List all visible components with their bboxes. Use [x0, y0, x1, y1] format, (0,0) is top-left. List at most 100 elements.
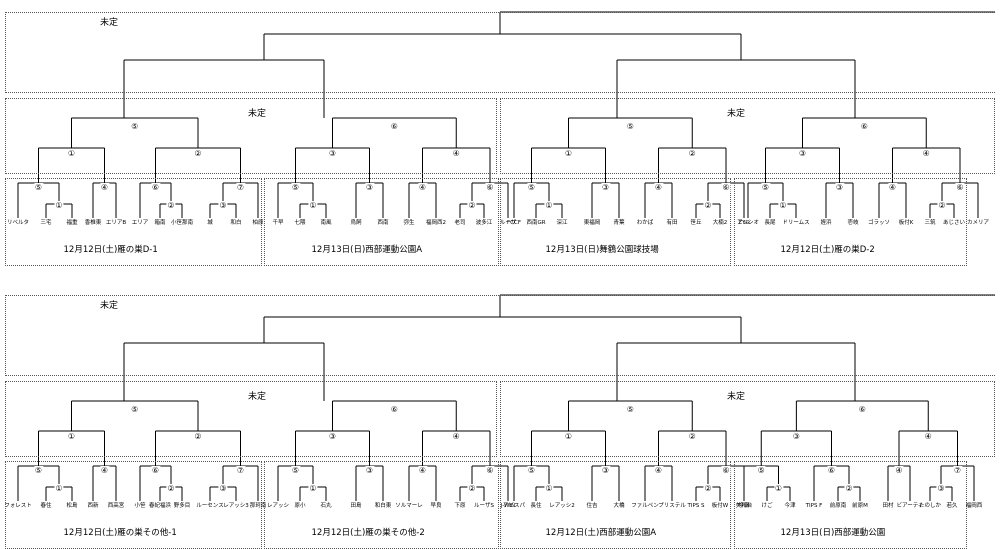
venue-label: 12月13日(日)舞鶴公園球技場 [545, 245, 659, 255]
team-name: 小笹那南 [170, 220, 194, 226]
group-final-number: ⑤ [130, 122, 140, 131]
team-name: 壱岐 [847, 220, 859, 226]
team-name: 東福岡 [583, 220, 601, 226]
venue-label: 12月12日(土)雁の巣D-2 [780, 245, 875, 255]
team-name: 大橋 [613, 503, 625, 509]
seed-match-number: ② [467, 484, 477, 493]
semi-match-number: ① [563, 432, 574, 441]
seed-match-number: ② [937, 201, 947, 210]
team-name: 老司 [454, 220, 466, 226]
seed-match-number: ① [778, 201, 788, 210]
quarter-match-number: ⑥ [150, 466, 161, 475]
team-name: 田島 [350, 503, 362, 509]
team-name: 石丸 [320, 503, 332, 509]
group-final-number: ⑥ [389, 122, 399, 131]
team-name: ルーザ [499, 220, 517, 226]
mid-box-1 [500, 381, 995, 457]
team-name: 三宅 [40, 220, 52, 226]
team-name: 福重 [66, 220, 78, 226]
team-name: 小笹 [134, 503, 146, 509]
mid-box-0 [5, 98, 497, 174]
venue-label: 12月13日(日)西部運動公園 [780, 528, 886, 538]
seed-match-number: ① [544, 484, 554, 493]
quarter-match-number: ④ [99, 466, 110, 475]
team-name: 有田 [666, 220, 678, 226]
team-name: TIPS F [805, 503, 823, 509]
team-name: 松島 [66, 503, 78, 509]
semi-match-number: ④ [451, 149, 461, 158]
mid-undecided-label: 未定 [248, 392, 267, 402]
seed-match-number: ③ [218, 484, 228, 493]
team-name: 田村 [882, 503, 894, 509]
semi-match-number: ③ [327, 149, 338, 158]
team-name: 下原 [454, 503, 466, 509]
group-final-number: ⑤ [625, 405, 635, 414]
seed-match-number: ① [54, 201, 64, 210]
team-name: アビスパ [502, 503, 526, 509]
team-name: たのしか [918, 503, 942, 509]
team-name: レアッシ3 [223, 503, 249, 509]
quarter-match-number: ⑦ [235, 466, 246, 475]
semi-match-number: ④ [923, 432, 933, 441]
quarter-match-number: ③ [600, 466, 611, 475]
quarter-match-number: ⑦ [235, 183, 246, 192]
quarter-match-number: ⑤ [290, 183, 301, 192]
team-name: 野多目 [173, 503, 191, 509]
quarter-match-number: ⑥ [826, 466, 837, 475]
team-name: フォレスト [4, 503, 32, 509]
team-name: 今宿 [738, 503, 750, 509]
quarter-match-number: ③ [600, 183, 611, 192]
semi-match-number: ② [687, 149, 697, 158]
team-name: 若久 [946, 503, 958, 509]
top-box [5, 12, 995, 93]
seed-match-number: ② [166, 201, 176, 210]
team-name: レアッシ2 [549, 503, 575, 509]
semi-match-number: ④ [451, 432, 461, 441]
team-name: 柏原 [252, 220, 264, 226]
team-name: エリア [131, 220, 149, 226]
seed-match-number: ① [308, 201, 318, 210]
group-box [734, 178, 967, 266]
quarter-match-number: ④ [99, 183, 110, 192]
team-name: TIPS S [687, 503, 705, 509]
team-name: あじさい [942, 220, 966, 226]
venue-label: 12月12日(土)雁の巣その他-2 [311, 528, 425, 538]
top-box [5, 295, 995, 376]
group-box [5, 178, 262, 266]
team-name: 西新 [87, 503, 99, 509]
team-name: 青葉 [613, 220, 625, 226]
semi-match-number: ① [66, 149, 77, 158]
group-box [264, 178, 499, 266]
top-undecided-label: 未定 [100, 301, 119, 311]
team-name: 和白東 [374, 503, 392, 509]
group-final-number: ⑤ [130, 405, 140, 414]
quarter-match-number: ⑤ [33, 183, 44, 192]
quarter-match-number: ④ [653, 183, 664, 192]
semi-match-number: ③ [797, 149, 808, 158]
quarter-match-number: ⑤ [526, 466, 537, 475]
team-name: 長住 [530, 503, 542, 509]
mid-box-0 [5, 381, 497, 457]
seed-match-number: ② [844, 484, 854, 493]
group-final-number: ⑥ [859, 122, 869, 131]
team-name: 板付K [898, 220, 914, 226]
seed-match-number: ② [467, 201, 477, 210]
team-name: 姪浜 [820, 220, 832, 226]
seed-match-number: ① [308, 484, 318, 493]
team-name: 今津 [784, 503, 796, 509]
quarter-match-number: ③ [834, 183, 845, 192]
team-name: ルーセンス [196, 503, 224, 509]
team-name: プリステル [658, 503, 686, 509]
seed-match-number: ③ [218, 201, 228, 210]
team-name: 大楠2 [712, 220, 728, 226]
team-name: 七隈 [294, 220, 306, 226]
quarter-match-number: ⑤ [33, 466, 44, 475]
quarter-match-number: ⑥ [485, 183, 495, 192]
quarter-match-number: ④ [653, 466, 664, 475]
quarter-match-number: ⑤ [290, 466, 301, 475]
semi-match-number: ② [193, 432, 203, 441]
team-name: 早良 [430, 503, 442, 509]
team-name: ファルペン [631, 503, 659, 509]
seed-match-number: ① [773, 484, 784, 493]
team-name: ビアーティ [896, 503, 924, 509]
